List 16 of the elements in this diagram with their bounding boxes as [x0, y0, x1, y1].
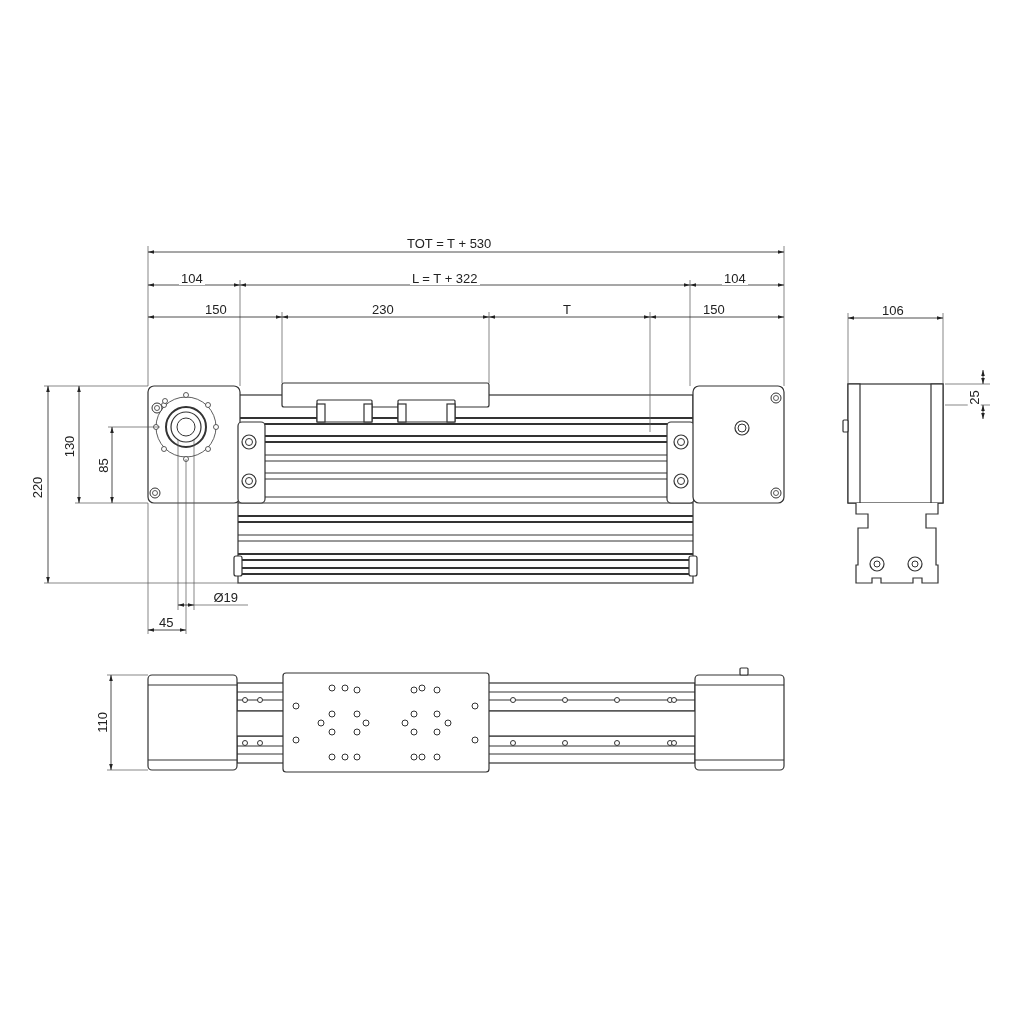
dimension-label: 104 — [722, 271, 748, 285]
dimension-label: 230 — [370, 302, 396, 316]
dimension-label: 130 — [63, 433, 77, 459]
dimension-label: 106 — [880, 303, 906, 317]
dimension-label: L = T + 322 — [410, 271, 480, 285]
dimension-label: 150 — [701, 302, 727, 316]
dimension-label: 104 — [179, 271, 205, 285]
dimension-label: T — [561, 302, 573, 316]
dimension-label: 25 — [967, 387, 981, 407]
dimension-label: 85 — [96, 455, 110, 475]
dimension-label: 220 — [31, 474, 45, 500]
dimension-label: 150 — [203, 302, 229, 316]
dimension-label: Ø19 — [211, 590, 241, 604]
dimension-label: 45 — [157, 615, 176, 629]
dimension-label: TOT = T + 530 — [405, 236, 494, 250]
dimension-label: 110 — [95, 709, 109, 735]
